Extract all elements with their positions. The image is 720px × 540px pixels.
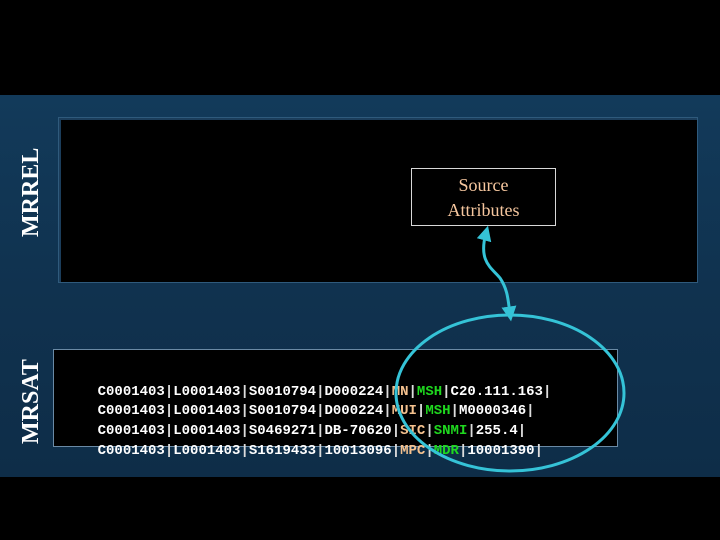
callout-line-1: Source: [458, 175, 509, 195]
source-attributes-callout: Source Attributes: [411, 168, 556, 226]
connector-arrow: [476, 225, 517, 322]
mrsat-row: C0001403|L0001403|S0010794|D000224|MUI|M…: [97, 403, 535, 419]
mrsat-row: C0001403|L0001403|S0469271|DB-70620|SIC|…: [97, 423, 527, 439]
mrsat-row: C0001403|L0001403|S0010794|D000224|MN|MS…: [97, 384, 552, 400]
mrrel-panel: [58, 117, 698, 283]
callout-line-2: Attributes: [447, 200, 520, 220]
mrsat-panel: C0001403|L0001403|S0010794|D000224|MN|MS…: [53, 349, 618, 459]
highlight-circle: [394, 313, 626, 473]
